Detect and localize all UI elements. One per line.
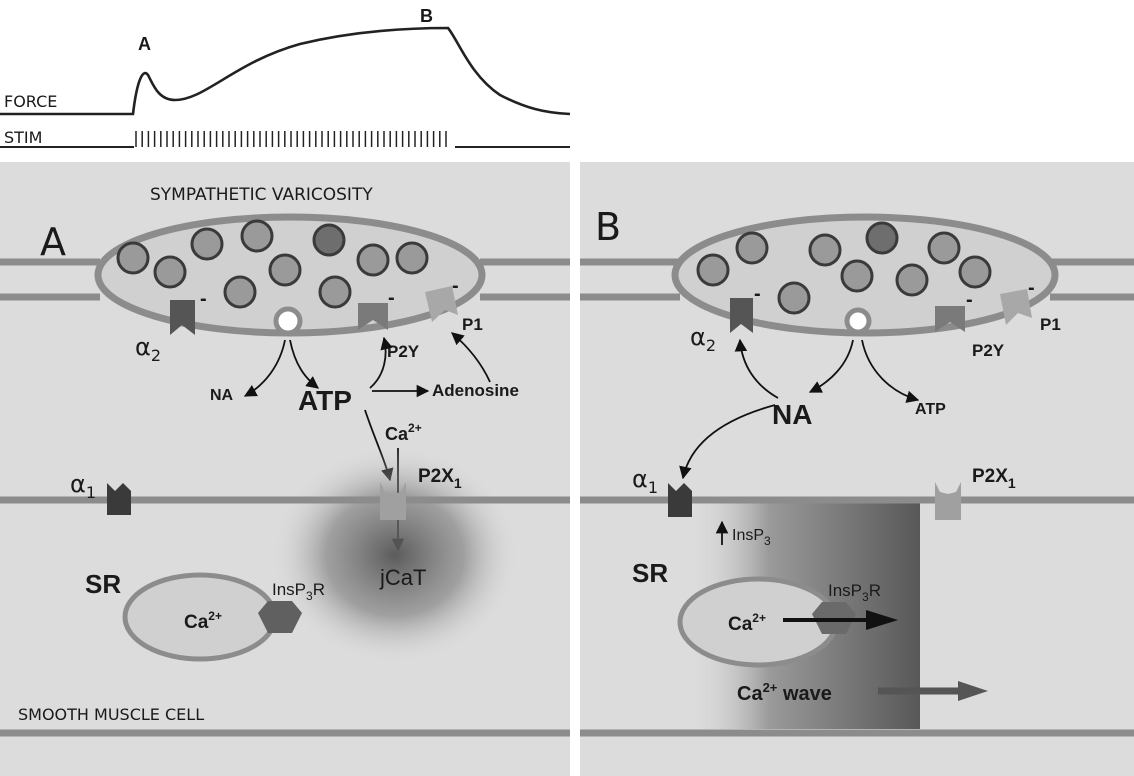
vesicle	[356, 243, 390, 277]
p2y-label-b: P2Y	[972, 341, 1005, 360]
panel-divider	[570, 162, 580, 776]
p1-receptor-a	[425, 286, 458, 322]
arrow-vesicle-to-na-b	[808, 339, 854, 393]
p1-receptor-b	[1000, 289, 1032, 325]
alpha2-receptor-a	[170, 300, 195, 335]
jcat-label: jCaT	[379, 565, 426, 590]
alpha2-receptor-b	[730, 298, 753, 333]
p2y-receptor-a	[358, 303, 388, 330]
force-trace-line	[0, 26, 571, 116]
vesicle	[958, 255, 992, 289]
insp3r-label-b: InsP3R	[828, 581, 881, 604]
panel-b: - - - B α2 P2Y P1 NA ATP α1 P2X1 InsP3 S…	[580, 162, 1134, 776]
minus-sign: -	[200, 288, 207, 310]
p2x1-receptor-a	[380, 482, 406, 520]
panel-a: - - - SYMPATHETIC VARICOSITY A α2 P2Y P1…	[0, 162, 570, 776]
vesicle	[735, 231, 769, 265]
alpha1-receptor-a	[107, 483, 131, 515]
vesicle	[865, 221, 899, 255]
p2y-receptor-b	[935, 306, 965, 332]
adenosine-label: Adenosine	[432, 381, 519, 400]
arrow-atp-to-p2y	[369, 336, 393, 389]
alpha1-label-b: α1	[632, 465, 658, 497]
minus-sign: -	[754, 283, 761, 305]
p2x1-label-a: P2X1	[418, 466, 462, 491]
exocytosis-vesicle-a	[273, 306, 303, 336]
p2x1-label-b: P2X1	[972, 466, 1016, 491]
vesicle	[190, 227, 224, 261]
arrow-na-to-alpha1	[679, 404, 776, 480]
jcat-calcium-cloud	[270, 445, 520, 665]
p1-label: P1	[462, 315, 483, 334]
minus-sign: -	[452, 275, 459, 297]
arrow-vesicle-to-atp	[289, 339, 319, 389]
insp3-label: InsP3	[732, 527, 771, 548]
panel-b-letter: B	[595, 205, 621, 249]
na-label-b: NA	[772, 399, 812, 430]
ca-influx-label: Ca2+	[385, 421, 422, 444]
trace-point-b: B	[420, 6, 433, 26]
vesicle	[312, 223, 346, 257]
sr-calcium-label-a: Ca2+	[184, 609, 222, 633]
sr-label-a: SR	[85, 569, 121, 599]
calcium-wave-label: Ca2+ wave	[737, 680, 832, 705]
axon-membrane-b	[580, 258, 1134, 301]
smooth-muscle-cell-label: SMOOTH MUSCLE CELL	[18, 705, 204, 724]
force-label: FORCE	[4, 92, 57, 111]
trace-point-a: A	[138, 34, 151, 54]
na-label-a: NA	[210, 387, 234, 404]
p2x1-receptor-b	[935, 482, 961, 520]
alpha1-label-a: α1	[70, 470, 96, 502]
atp-label-b: ATP	[915, 401, 946, 418]
sr-label-b: SR	[632, 558, 668, 588]
vesicle	[223, 275, 257, 309]
axon-membrane-a	[0, 258, 570, 301]
arrow-na-to-alpha2	[734, 338, 779, 399]
minus-sign: -	[966, 289, 973, 311]
vesicle	[318, 275, 352, 309]
atp-label-a: ATP	[298, 385, 352, 416]
calcium-wave-arrowhead	[958, 681, 988, 701]
alpha1-receptor-b	[668, 483, 692, 517]
vesicle	[777, 281, 811, 315]
vesicle	[395, 241, 429, 275]
vesicle-cluster-b	[696, 221, 992, 315]
vesicle-cluster-a	[116, 219, 429, 309]
vesicle	[895, 263, 929, 297]
sr-calcium-label-b: Ca2+	[728, 611, 766, 635]
alpha2-label: α2	[135, 333, 161, 365]
stim-label: STIM	[4, 128, 42, 147]
vesicle	[240, 219, 274, 253]
arrow-vesicle-to-atp-b	[861, 339, 920, 403]
arrow-vesicle-to-na	[243, 339, 286, 397]
p1-label-b: P1	[1040, 315, 1061, 334]
alpha2-label-b: α2	[690, 323, 716, 355]
insp3r-channel-a	[258, 601, 302, 633]
vesicle	[840, 259, 874, 293]
vesicle	[153, 255, 187, 289]
vesicle	[696, 253, 730, 287]
insp3r-label-a: InsP3R	[272, 580, 325, 603]
panel-a-letter: A	[40, 220, 66, 264]
minus-sign: -	[388, 287, 395, 309]
vesicle	[808, 233, 842, 267]
vesicle	[268, 253, 302, 287]
ca-release-arrowhead	[866, 610, 898, 630]
vesicle	[927, 231, 961, 265]
p2y-label: P2Y	[387, 342, 420, 361]
stim-pulse-train	[135, 131, 447, 147]
force-stim-trace: FORCE STIM A B	[0, 6, 571, 148]
exocytosis-vesicle-b	[844, 307, 872, 335]
arrow-adenosine-to-p1	[451, 332, 491, 383]
minus-sign: -	[1028, 277, 1035, 299]
vesicle	[116, 241, 150, 275]
varicosity-label: SYMPATHETIC VARICOSITY	[150, 185, 373, 205]
